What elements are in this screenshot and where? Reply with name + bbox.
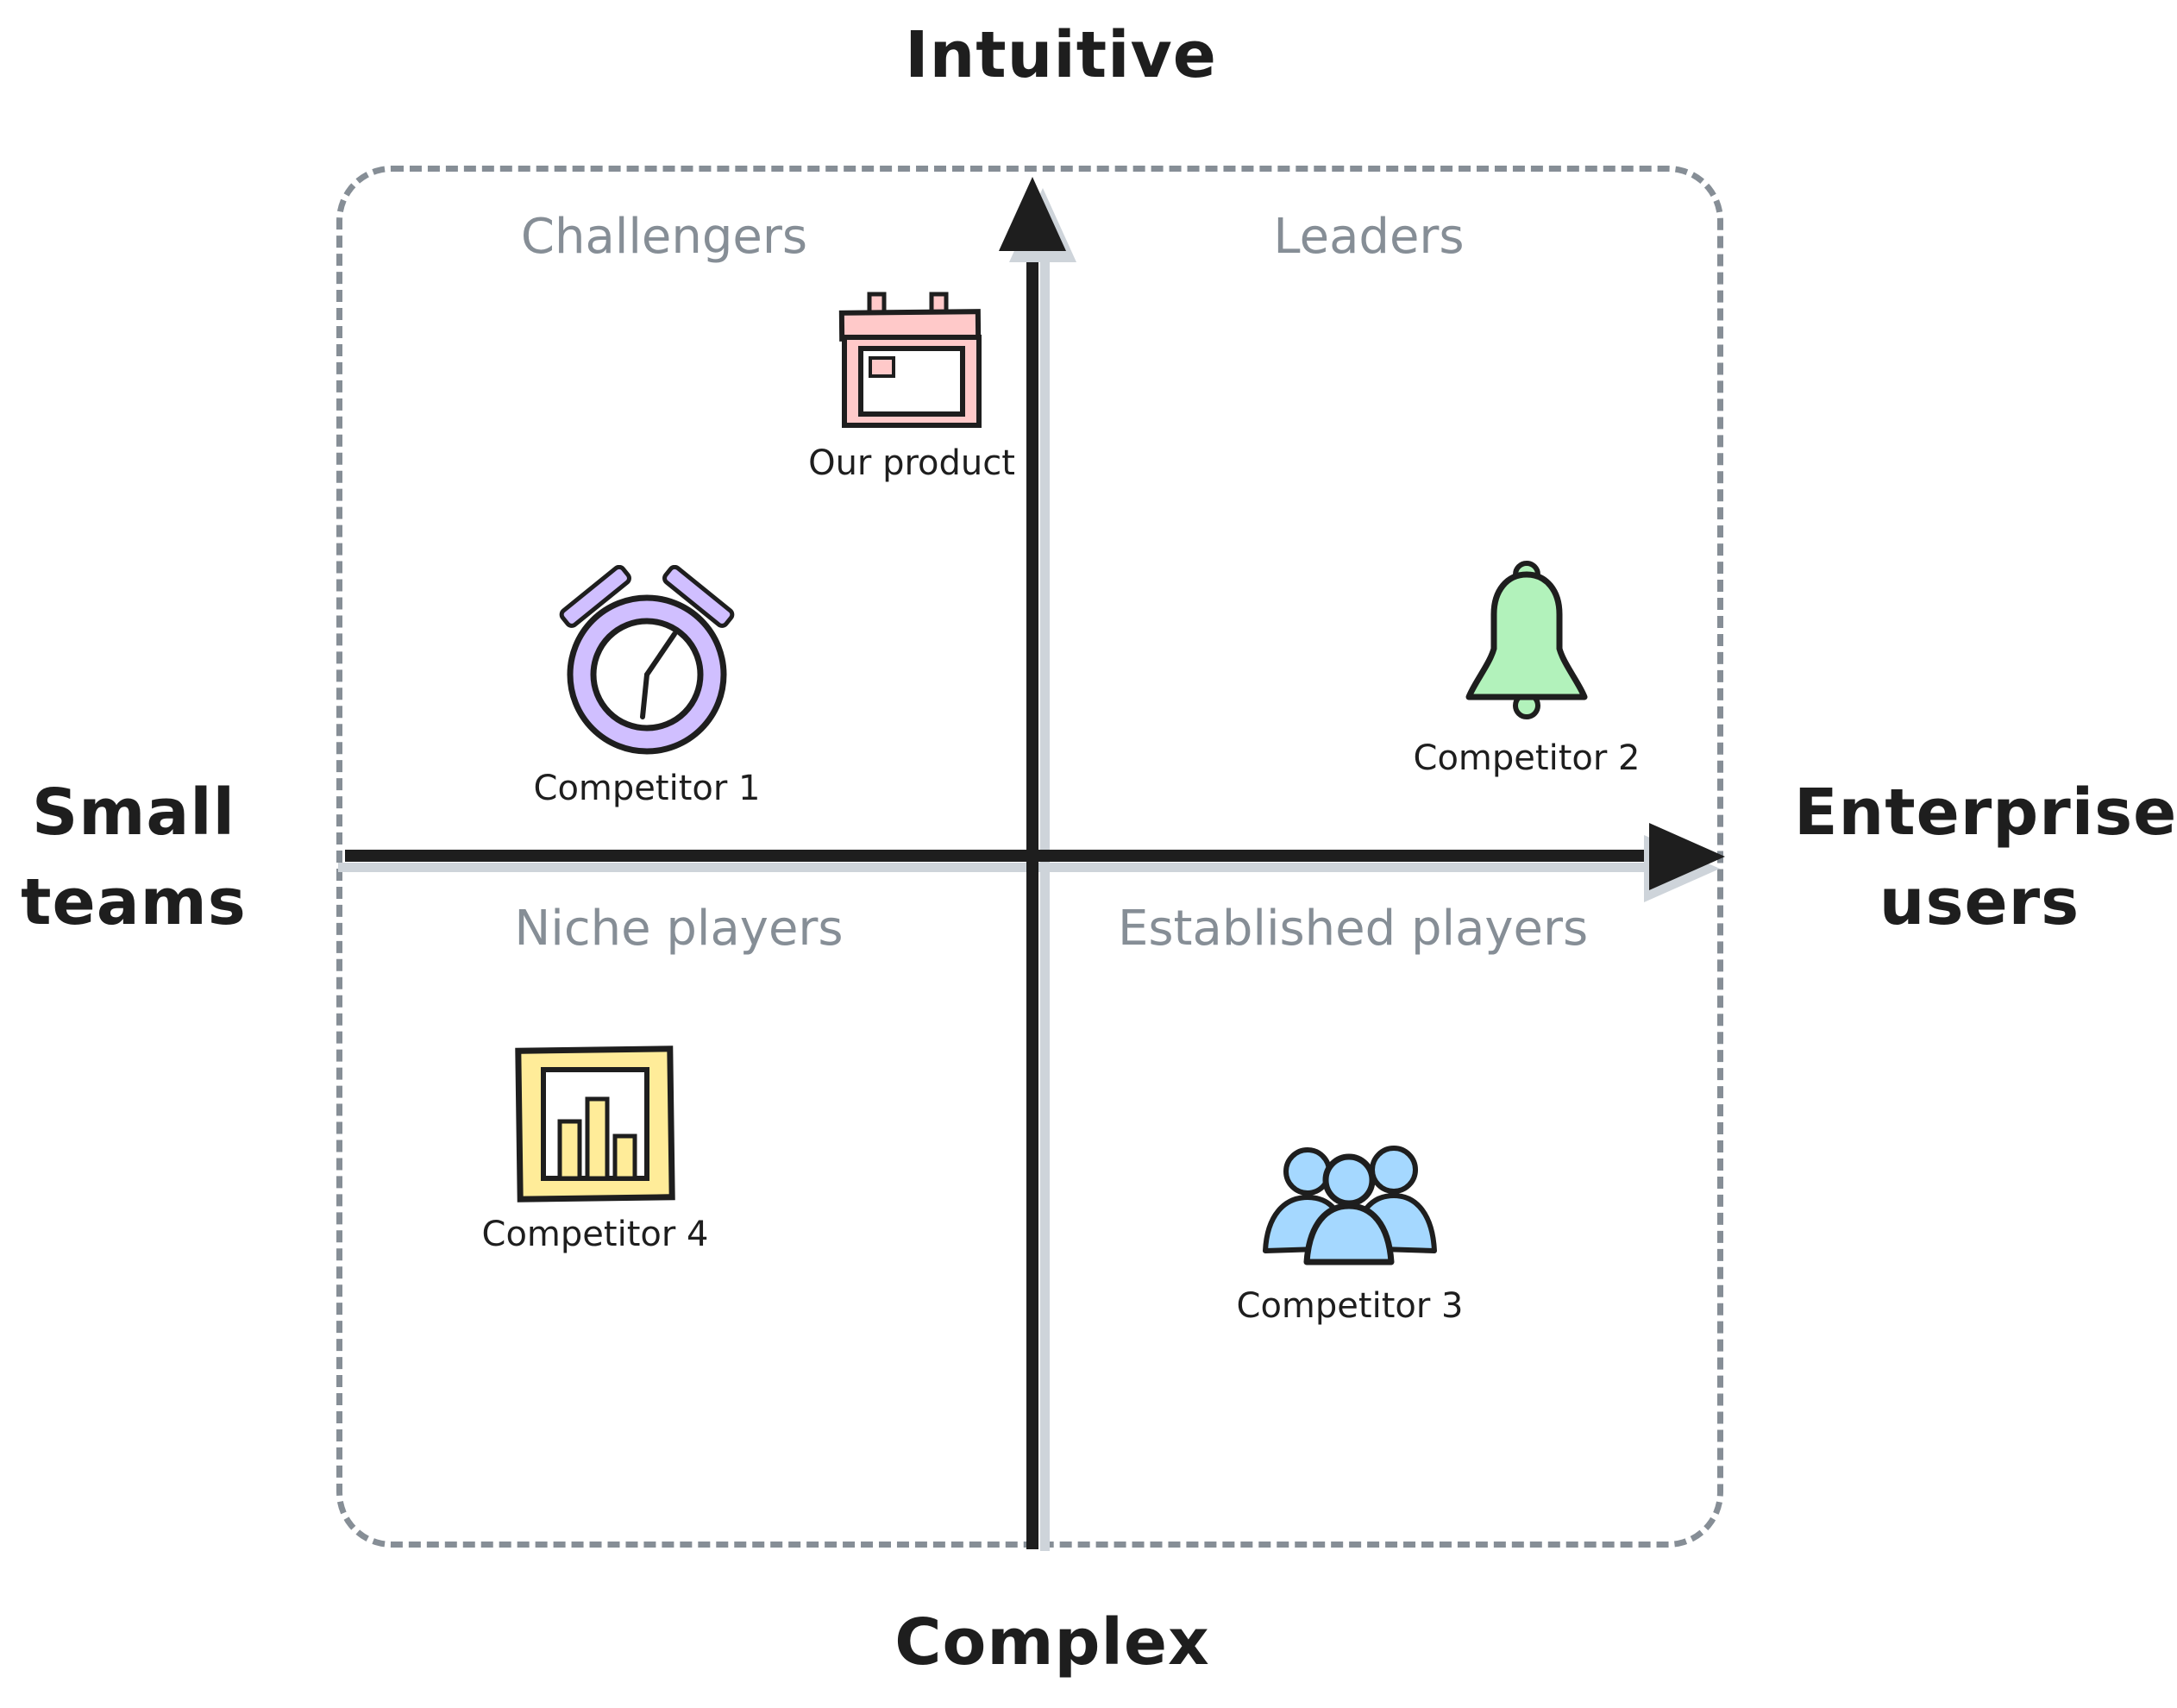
item-label: Competitor 1 xyxy=(533,769,761,808)
axis-label-left: Small teams xyxy=(9,768,259,947)
axis-label-right-line1: Enterprise xyxy=(1794,776,2177,850)
up-arrowhead-icon xyxy=(999,177,1066,251)
calendar-icon xyxy=(835,292,988,431)
vertical-axis-shadow xyxy=(1040,248,1050,1551)
item-label: Our product xyxy=(808,443,1015,483)
axis-label-right-line2: users xyxy=(1879,865,2080,939)
quadrant-label-leaders: Leaders xyxy=(1273,209,1465,265)
quadrant-label-established-players: Established players xyxy=(1118,901,1589,957)
horizontal-axis-line xyxy=(345,850,1656,862)
item-competitor-3[interactable]: Competitor 3 xyxy=(1220,1143,1479,1326)
item-label: Competitor 3 xyxy=(1236,1286,1464,1326)
axis-label-top: Intuitive xyxy=(905,18,1217,92)
alarm-clock-icon xyxy=(553,565,741,757)
bell-icon xyxy=(1462,561,1591,726)
axis-label-left-line1: Small xyxy=(31,776,236,850)
item-label: Competitor 4 xyxy=(481,1215,709,1254)
vertical-axis-line xyxy=(1026,235,1038,1549)
quadrant-label-challengers: Challengers xyxy=(520,209,808,265)
right-arrowhead-icon xyxy=(1649,823,1725,890)
bar-chart-icon xyxy=(515,1046,675,1203)
axis-label-left-line2: teams xyxy=(21,865,247,939)
item-our-product[interactable]: Our product xyxy=(782,292,1041,483)
item-competitor-4[interactable]: Competitor 4 xyxy=(466,1046,725,1254)
axis-label-bottom: Complex xyxy=(894,1605,1210,1680)
item-label: Competitor 2 xyxy=(1413,738,1641,778)
item-competitor-2[interactable]: Competitor 2 xyxy=(1397,561,1656,778)
people-icon xyxy=(1258,1143,1441,1274)
item-competitor-1[interactable]: Competitor 1 xyxy=(518,565,776,808)
quadrant-label-niche-players: Niche players xyxy=(514,901,844,957)
axis-label-right: Enterprise users xyxy=(1794,768,2176,947)
horizontal-axis-shadow xyxy=(338,863,1653,872)
